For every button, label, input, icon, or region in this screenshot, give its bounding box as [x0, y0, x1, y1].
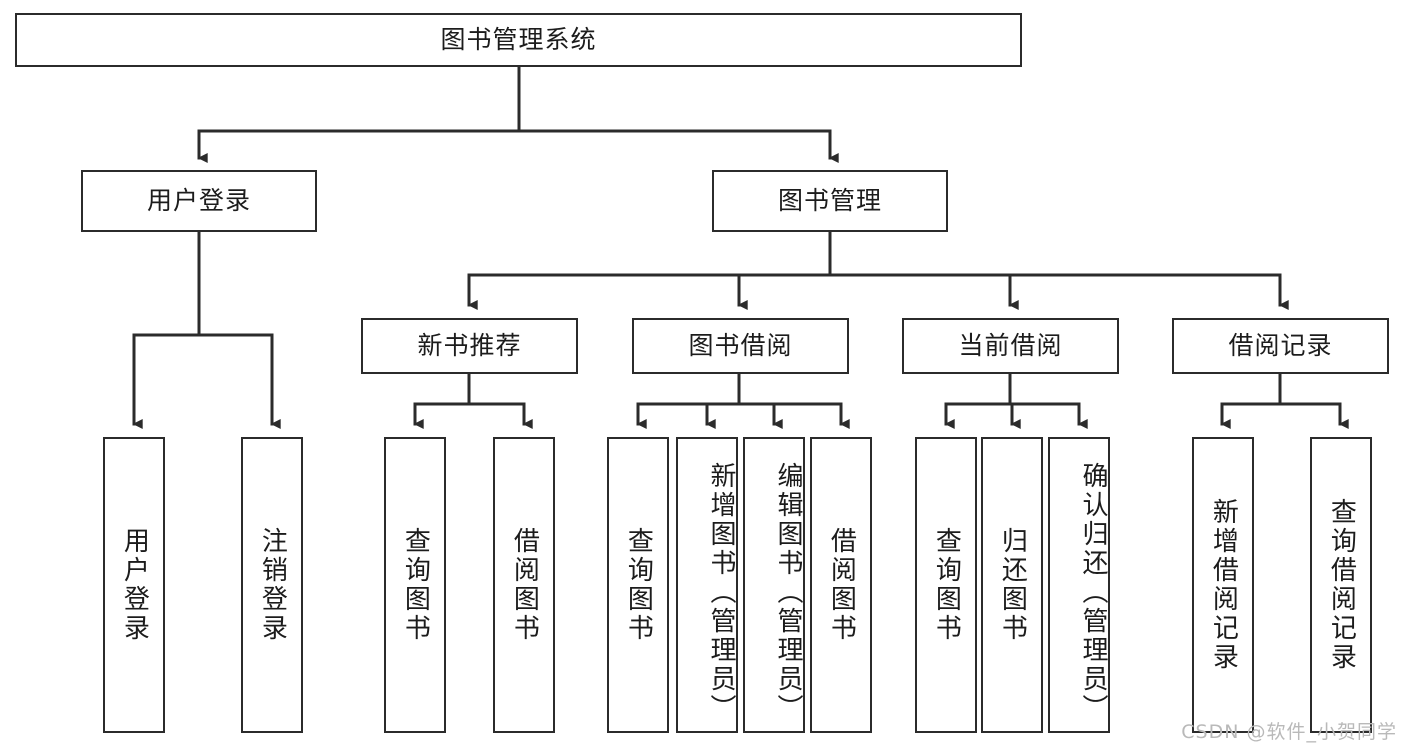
node-label: 新书推荐	[417, 331, 522, 361]
leaf-confirm-return-admin[interactable]: 确认归还（管理员）	[1048, 437, 1110, 733]
leaf-borrow-book[interactable]: 借阅图书	[810, 437, 872, 733]
node-label: 编辑图书（管理员）	[773, 461, 803, 723]
node-label: 用户登录	[119, 527, 150, 643]
leaf-query-book-recommend[interactable]: 查询图书	[384, 437, 446, 733]
node-label: 查询图书	[400, 527, 431, 643]
node-label: 确认归还（管理员）	[1078, 461, 1108, 723]
node-label: 新增图书（管理员）	[706, 461, 736, 723]
node-label: 图书借阅	[688, 331, 793, 361]
node-root-system[interactable]: 图书管理系统	[15, 13, 1022, 67]
csdn-watermark: CSDN @软件_小贺同学	[1181, 721, 1397, 743]
node-label: 当前借阅	[958, 331, 1063, 361]
leaf-borrow-book-recommend[interactable]: 借阅图书	[493, 437, 555, 733]
node-book-borrow[interactable]: 图书借阅	[632, 318, 849, 374]
leaf-user-login[interactable]: 用户登录	[103, 437, 165, 733]
node-label: 借阅图书	[509, 527, 540, 643]
leaf-query-book-borrow[interactable]: 查询图书	[607, 437, 669, 733]
leaf-return-book[interactable]: 归还图书	[981, 437, 1043, 733]
node-label: 用户登录	[146, 186, 251, 216]
node-current-borrow[interactable]: 当前借阅	[902, 318, 1119, 374]
node-label: 注销登录	[257, 527, 288, 643]
node-label: 借阅图书	[826, 527, 857, 643]
leaf-add-book-admin[interactable]: 新增图书（管理员）	[676, 437, 738, 733]
node-new-book-recommend[interactable]: 新书推荐	[361, 318, 578, 374]
node-label: 图书管理	[777, 186, 882, 216]
node-user-login[interactable]: 用户登录	[81, 170, 317, 232]
node-label: 归还图书	[997, 527, 1028, 643]
node-label: 查询图书	[931, 527, 962, 643]
node-borrow-record[interactable]: 借阅记录	[1172, 318, 1389, 374]
node-label: 借阅记录	[1228, 331, 1333, 361]
node-label: 图书管理系统	[440, 25, 597, 55]
node-book-management[interactable]: 图书管理	[712, 170, 948, 232]
leaf-edit-book-admin[interactable]: 编辑图书（管理员）	[743, 437, 805, 733]
leaf-logout[interactable]: 注销登录	[241, 437, 303, 733]
leaf-add-borrow-record[interactable]: 新增借阅记录	[1192, 437, 1254, 733]
leaf-query-book-current[interactable]: 查询图书	[915, 437, 977, 733]
node-label: 查询图书	[623, 527, 654, 643]
node-label: 新增借阅记录	[1208, 498, 1239, 672]
node-label: 查询借阅记录	[1326, 498, 1357, 672]
leaf-query-borrow-record[interactable]: 查询借阅记录	[1310, 437, 1372, 733]
